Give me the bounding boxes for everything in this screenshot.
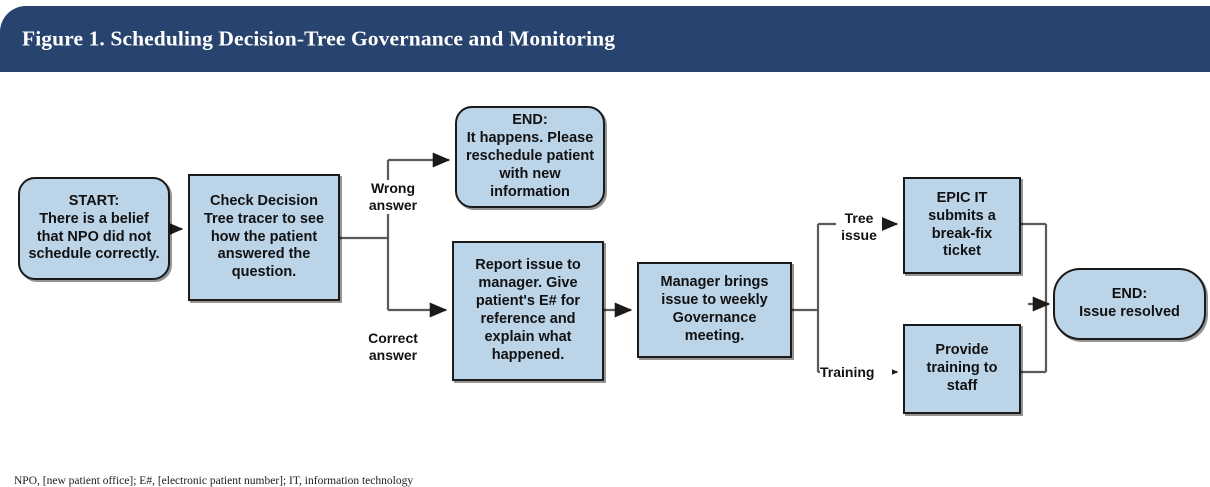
node-report-issue[interactable]: Report issue to manager. Give patient's … [452,241,604,381]
node-end-reschedule[interactable]: END: It happens. Please reschedule patie… [455,106,605,208]
node-start[interactable]: START: There is a belief that NPO did no… [18,177,170,280]
node-check-decision-tree[interactable]: Check Decision Tree tracer to see how th… [188,174,340,301]
node-manager-label: Manager brings issue to weekly Governanc… [660,274,769,344]
edge-label-wrong-answer: Wrong answer [360,180,426,214]
flowchart-diagram: START: There is a belief that NPO did no… [0,72,1210,487]
connector-lines [165,152,1051,380]
edge-label-correct-answer: Correct answer [356,330,430,364]
node-report-issue-label: Report issue to manager. Give patient's … [475,257,581,363]
node-provide-training[interactable]: Provide training to staff [903,324,1021,414]
node-provide-training-label: Provide training to staff [926,342,998,394]
node-end-issue-resolved[interactable]: END: Issue resolved [1053,268,1206,340]
figure-header-banner: Figure 1. Scheduling Decision-Tree Gover… [0,6,1210,72]
node-check-label: Check Decision Tree tracer to see how th… [203,192,325,281]
node-end-reschedule-label: END: It happens. Please reschedule patie… [465,112,595,200]
edge-label-training: Training [820,364,892,381]
edge-label-tree-issue: Tree issue [836,210,882,244]
node-start-label: START: There is a belief that NPO did no… [28,192,160,263]
node-end-issue-resolved-label: END: Issue resolved [1079,286,1180,320]
node-epic-it-ticket[interactable]: EPIC IT submits a break-fix ticket [903,177,1021,274]
figure-footnote: NPO, [new patient office]; E#, [electron… [14,475,414,487]
node-manager-governance[interactable]: Manager brings issue to weekly Governanc… [637,262,792,358]
node-epic-it-label: EPIC IT submits a break-fix ticket [928,189,996,260]
figure-title: Figure 1. Scheduling Decision-Tree Gover… [22,26,616,51]
